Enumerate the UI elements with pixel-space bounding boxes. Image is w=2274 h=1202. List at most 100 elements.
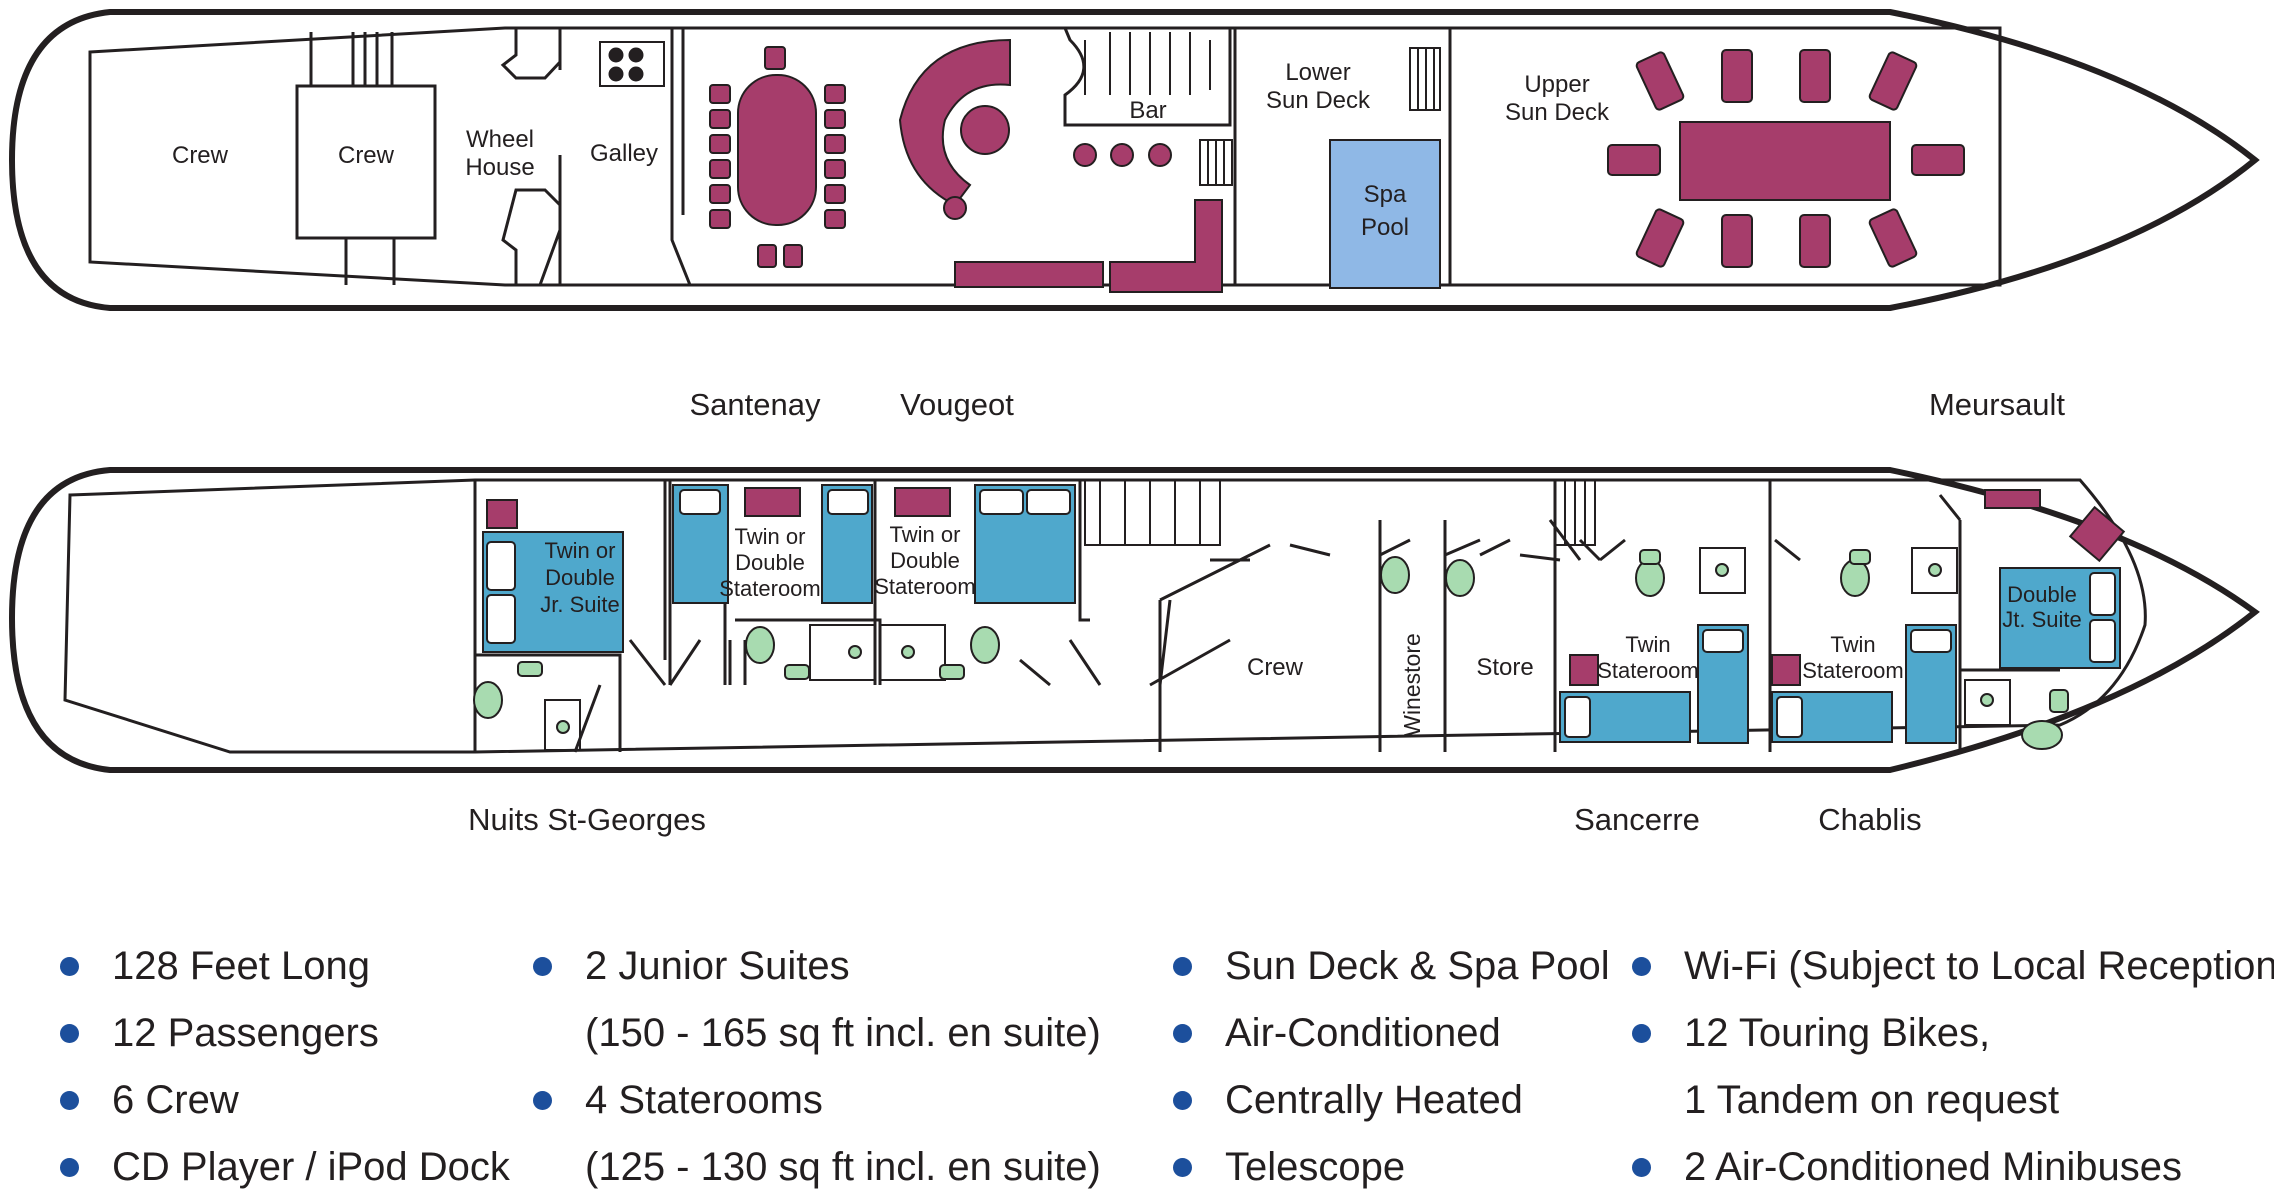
shower-head [848, 645, 862, 659]
cabin-name-nuits: Nuits St-Georges [468, 802, 706, 837]
bar-stool [1073, 143, 1097, 167]
upper-sun-deck-label: Sun Deck [1505, 99, 1610, 126]
desk [744, 487, 801, 517]
shower [879, 624, 946, 681]
feature-item-detail: (150 - 165 sq ft incl. en suite) [585, 1011, 1101, 1055]
deck-chair [1868, 208, 1918, 268]
pillow [827, 489, 869, 515]
dining-table [737, 74, 817, 226]
shower [1964, 679, 2011, 726]
stove-burner [608, 47, 624, 63]
toilet [1635, 559, 1665, 597]
lower-deck-outline [63, 478, 2147, 754]
feature-item: 128 Feet Long [112, 944, 370, 988]
spiral-stair-post [960, 105, 1010, 155]
pillow [1564, 696, 1591, 738]
feature-item: 4 Staterooms [585, 1078, 823, 1122]
stateroom-label: Double [890, 548, 960, 573]
feature-item-detail: (125 - 130 sq ft incl. en suite) [585, 1145, 1101, 1189]
bar-stool [1148, 143, 1172, 167]
upper-deck [8, 9, 2260, 311]
bullet [1632, 957, 1651, 976]
bullet [60, 1158, 79, 1177]
crew-label: Crew [172, 142, 229, 169]
toilet [745, 626, 775, 664]
stove-burner [628, 47, 644, 63]
feature-item: CD Player / iPod Dock [112, 1145, 510, 1189]
spa-pool-label: Pool [1361, 214, 1409, 241]
galley-label: Galley [590, 140, 658, 167]
sink [1639, 549, 1661, 565]
aft-ladder-rungs [1564, 480, 1586, 545]
shower [544, 699, 581, 751]
twin-stateroom-label: Stateroom [1597, 658, 1699, 683]
spa-pool [1329, 139, 1441, 289]
deck-chair [1721, 49, 1753, 103]
twin-stateroom-label: Twin [1625, 632, 1670, 657]
dining-chair [824, 134, 846, 154]
beds [482, 484, 2121, 744]
pillow [486, 594, 516, 644]
dining-chair [783, 244, 803, 268]
lower-stairs-treads [1099, 480, 1201, 545]
cabin-names: Santenay Vougeot Meursault Nuits St-Geor… [468, 387, 2065, 837]
deck-chair [1799, 49, 1831, 103]
desk [1771, 654, 1801, 686]
sun-deck-ladder-rungs [1417, 48, 1435, 110]
stateroom-label: Double [735, 550, 805, 575]
lounge-sofa [1109, 199, 1223, 293]
bullet [533, 1091, 552, 1110]
bullet [533, 957, 552, 976]
twin-stateroom-label: Twin [1830, 632, 1875, 657]
feature-item: 12 Touring Bikes, [1684, 1011, 1991, 1055]
pillows [486, 489, 2116, 738]
bar-ladder-rungs [1207, 140, 1225, 185]
crew-hatch-bottom [344, 238, 396, 285]
dining-chair [824, 109, 846, 129]
pillow [1776, 696, 1803, 738]
lower-deck-hull [8, 467, 2260, 773]
toilet [2021, 720, 2063, 750]
dining-chair [709, 159, 731, 179]
shower-head [1715, 563, 1729, 577]
shower-head [1980, 693, 1994, 707]
dining-chair [757, 244, 777, 268]
jr-suite-label: Double [545, 565, 615, 590]
toilet [473, 681, 503, 719]
bullet [1173, 1024, 1192, 1043]
shower-head [901, 645, 915, 659]
deck-chair [1635, 51, 1685, 111]
shower [809, 624, 876, 681]
wheel-house-label: House [465, 154, 534, 181]
sideboard [954, 261, 1104, 288]
deck-plan-diagram: Crew Crew Wheel House Galley Bar Lower S… [8, 9, 2260, 837]
deck-chair [1911, 144, 1965, 176]
lower-sun-deck-label: Lower [1285, 59, 1350, 86]
sink [2049, 689, 2069, 713]
bullet [60, 1024, 79, 1043]
stateroom-label: Twin or [890, 522, 961, 547]
sink [517, 661, 543, 677]
cabin-name-chablis: Chablis [1818, 802, 1921, 837]
bar-label: Bar [1129, 97, 1166, 124]
cabin-name-santenay: Santenay [690, 387, 821, 422]
crew-label: Crew [1247, 654, 1304, 681]
feature-item: Sun Deck & Spa Pool [1225, 944, 1610, 988]
pillow [2089, 572, 2116, 616]
wheel-house-label: Wheel [466, 126, 534, 153]
toilet [1840, 559, 1870, 597]
bullet [1173, 1158, 1192, 1177]
lower-deck [8, 467, 2260, 773]
bullet [1173, 1091, 1192, 1110]
bar-stairs [1084, 32, 1211, 95]
salon-divider [1233, 28, 1452, 285]
pillow [1910, 629, 1952, 653]
cabin-name-vougeot: Vougeot [900, 387, 1014, 422]
dining-chair [764, 46, 786, 70]
bullet [60, 957, 79, 976]
double-suite-label: Jt. Suite [2002, 607, 2081, 632]
feature-item: 12 Passengers [112, 1011, 379, 1055]
pillow [486, 541, 516, 591]
shower-heads [556, 563, 1994, 734]
pillow [2089, 619, 2116, 663]
